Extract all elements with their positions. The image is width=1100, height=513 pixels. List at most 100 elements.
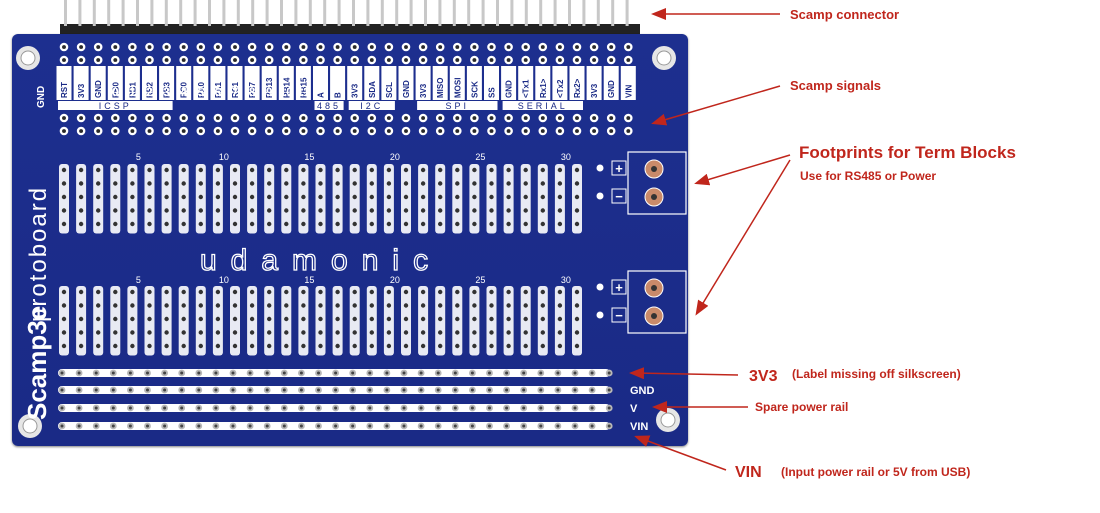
- group-label: 485: [317, 101, 341, 111]
- signal-label: RST: [56, 66, 72, 100]
- annotation-arrows: [629, 8, 791, 471]
- label-vin-title: VIN: [735, 464, 762, 481]
- svg-text:3V3: 3V3: [351, 83, 360, 98]
- svg-text:RB14: RB14: [282, 77, 291, 98]
- svg-text:MISO: MISO: [436, 78, 445, 98]
- column-number: 5: [136, 152, 141, 162]
- signal-label: 3V3: [415, 66, 431, 100]
- signal-label: RC0: [176, 66, 192, 100]
- scamp-connector-pins: [60, 0, 640, 34]
- label-scamp-signals: Scamp signals: [790, 78, 881, 93]
- column-number: 30: [561, 275, 571, 285]
- signal-number: 11: [297, 85, 310, 99]
- signal-label: RC1: [227, 66, 243, 100]
- rail-label: V: [630, 403, 638, 415]
- label-3v3-title: 3V3: [749, 368, 778, 385]
- group-label: SPI: [446, 101, 470, 111]
- signal-number: 9: [266, 85, 273, 99]
- signal-number: 0: [112, 85, 119, 99]
- svg-text:GND: GND: [505, 80, 514, 98]
- arrow-vin: [634, 435, 727, 471]
- signal-label: RB7: [244, 66, 260, 100]
- signal-number: 2: [146, 85, 153, 99]
- term-minus: −: [615, 308, 623, 323]
- svg-text:Rx2>: Rx2>: [573, 78, 582, 98]
- gnd-corner-label: GND: [36, 86, 47, 108]
- signal-label: RB1: [124, 66, 140, 100]
- signal-label: <Tx1: [518, 66, 534, 100]
- label-vin-note: (Input power rail or 5V from USB): [781, 465, 970, 479]
- signal-label: MOSI: [449, 66, 465, 100]
- column-number: 20: [390, 275, 400, 285]
- svg-text:MOSI: MOSI: [453, 78, 462, 98]
- signal-label: SS: [484, 66, 499, 100]
- signal-number: 7: [232, 85, 239, 99]
- svg-text:A: A: [317, 92, 326, 98]
- signal-label: A: [313, 66, 328, 100]
- column-number: 15: [304, 152, 314, 162]
- label-term-blocks-sub: Use for RS485 or Power: [800, 169, 936, 183]
- signal-label: Rx1>: [535, 66, 551, 100]
- column-number: 10: [219, 152, 229, 162]
- signal-label: RB3: [159, 66, 175, 100]
- svg-text:RB7: RB7: [248, 81, 257, 98]
- signal-label: GND: [603, 66, 619, 100]
- column-number: 5: [136, 275, 141, 285]
- svg-text:RA0: RA0: [197, 81, 206, 98]
- arrow-term-block-1: [694, 154, 791, 186]
- column-number: 10: [219, 275, 229, 285]
- signal-label: 3V3: [586, 66, 602, 100]
- brand-logo: udamonic: [200, 244, 442, 277]
- signal-number: 6: [215, 85, 222, 99]
- board-title-bold: Scamp3e: [22, 306, 52, 420]
- signal-label: B: [330, 66, 346, 100]
- group-label: ICSP: [99, 101, 132, 111]
- board-title-light: protoboard: [25, 186, 52, 322]
- svg-text:GND: GND: [94, 80, 103, 98]
- column-number: 25: [475, 275, 485, 285]
- rail-label: VIN: [630, 421, 648, 433]
- column-number: 30: [561, 152, 571, 162]
- svg-text:GND: GND: [402, 80, 411, 98]
- signal-label: GND: [501, 66, 517, 100]
- svg-text:3V3: 3V3: [419, 83, 428, 98]
- signal-label: SCL: [381, 66, 397, 100]
- signal-number: 1: [129, 85, 136, 99]
- group-label: SERIAL: [518, 101, 568, 111]
- svg-text:RB3: RB3: [163, 81, 172, 98]
- column-number: 20: [390, 152, 400, 162]
- svg-text:<Tx1: <Tx1: [522, 79, 531, 98]
- group-label: I2C: [360, 101, 383, 111]
- signal-label: Rx2>: [569, 66, 585, 100]
- signal-number: 3: [163, 85, 170, 99]
- svg-text:GND: GND: [607, 80, 616, 98]
- term-minus: −: [615, 189, 623, 204]
- column-number: 15: [304, 275, 314, 285]
- signal-label: RB14: [278, 66, 294, 100]
- signal-label: MISO: [432, 66, 448, 100]
- svg-text:RA1: RA1: [214, 81, 223, 98]
- label-scamp-connector: Scamp connector: [790, 7, 899, 22]
- svg-text:<Tx2: <Tx2: [556, 79, 565, 98]
- signal-label: <Tx2: [552, 66, 568, 100]
- term-plus: +: [615, 280, 623, 295]
- column-number: 25: [475, 152, 485, 162]
- signal-label: SDA: [364, 66, 380, 100]
- svg-text:B: B: [334, 92, 343, 98]
- svg-text:VIN: VIN: [624, 84, 633, 98]
- signal-number: 5: [197, 85, 204, 99]
- label-3v3-note: (Label missing off silkscreen): [792, 367, 961, 381]
- svg-text:RST: RST: [60, 82, 69, 98]
- arrow-scamp-signals: [651, 85, 781, 126]
- svg-text:SCK: SCK: [470, 81, 479, 98]
- annotation-labels: Scamp connector Scamp signals Footprints…: [735, 7, 1016, 481]
- signal-label: SCK: [466, 66, 482, 100]
- svg-text:3V3: 3V3: [590, 83, 599, 98]
- arrow-3v3: [629, 367, 739, 380]
- svg-text:SCL: SCL: [385, 82, 394, 98]
- arrow-term-block-2: [695, 159, 791, 316]
- svg-text:RB13: RB13: [265, 77, 274, 98]
- signal-label: 3V3: [73, 66, 89, 100]
